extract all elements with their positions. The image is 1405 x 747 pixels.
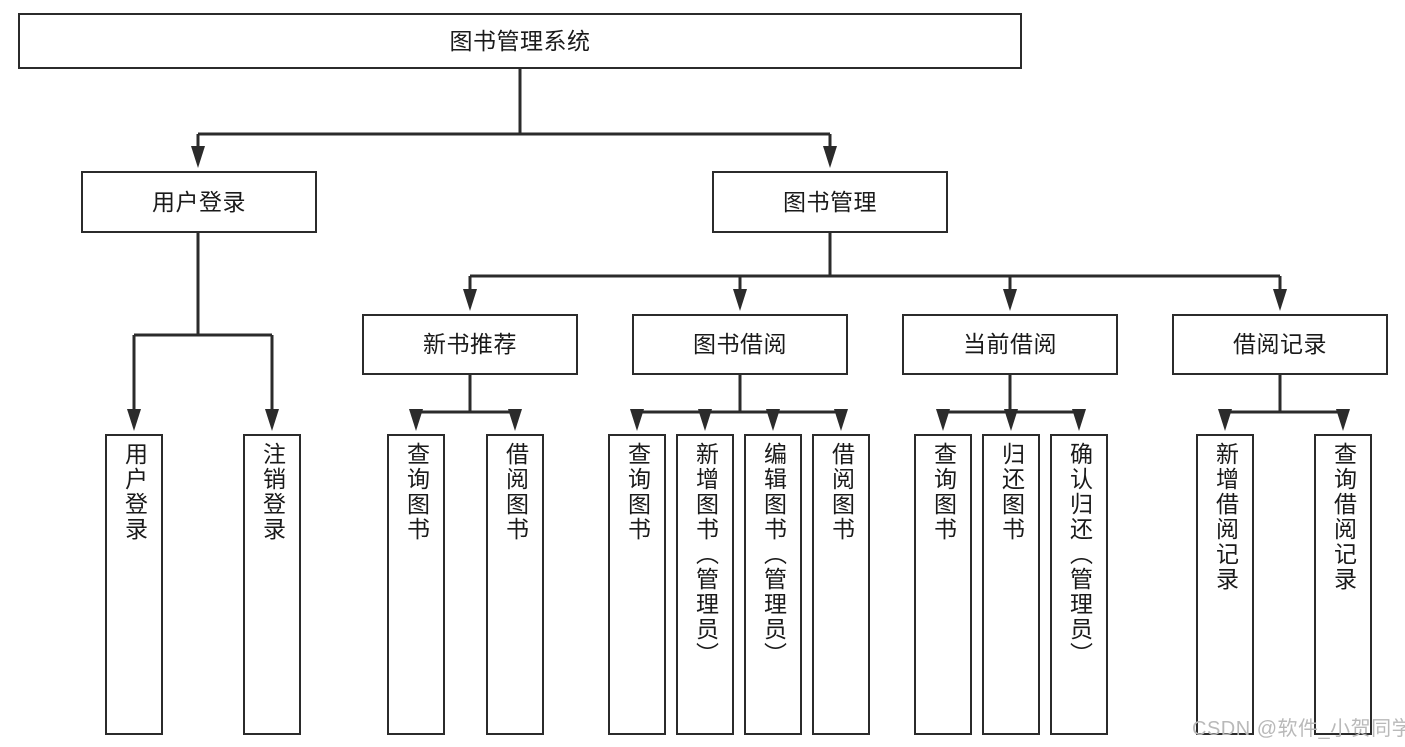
node-label: 图书借阅	[693, 331, 787, 358]
node-root[interactable]: 图书管理系统	[18, 13, 1022, 69]
node-label: 借阅图书	[502, 442, 529, 542]
arrow-head-icon	[409, 409, 423, 431]
arrow-head-icon	[508, 409, 522, 431]
node-new-book-rec[interactable]: 新书推荐	[362, 314, 578, 375]
node-label: 编辑图书（管理员）	[760, 442, 787, 667]
node-label: 注销登录	[259, 442, 286, 542]
arrow-head-icon	[698, 409, 712, 431]
arrow-head-icon	[936, 409, 950, 431]
node-user-login[interactable]: 用户登录	[81, 171, 317, 233]
node-leaf-edit-book[interactable]: 编辑图书（管理员）	[744, 434, 802, 735]
edge-book-manage-to-level2-bus	[468, 233, 1282, 306]
node-label: 借阅图书	[828, 442, 855, 542]
node-label: 查询图书	[930, 442, 957, 542]
arrow-head-icon	[1072, 409, 1086, 431]
edge-root-to-user-login	[196, 69, 830, 163]
node-leaf-query-record[interactable]: 查询借阅记录	[1314, 434, 1372, 735]
arrow-head-icon	[630, 409, 644, 431]
arrow-head-icon	[1003, 289, 1017, 311]
node-label: 归还图书	[998, 442, 1025, 542]
csdn-watermark: CSDN @软件_小贺同学	[1192, 718, 1405, 740]
node-leaf-user-login[interactable]: 用户登录	[105, 434, 163, 735]
arrow-head-icon	[823, 146, 837, 168]
node-leaf-confirm-return[interactable]: 确认归还（管理员）	[1050, 434, 1108, 735]
arrow-head-icon	[766, 409, 780, 431]
node-label: 用户登录	[152, 188, 246, 215]
arrow-head-icon	[1218, 409, 1232, 431]
arrow-head-icon	[265, 409, 279, 431]
node-leaf-add-book[interactable]: 新增图书（管理员）	[676, 434, 734, 735]
node-current-borrow[interactable]: 当前借阅	[902, 314, 1118, 375]
edge-borrow-record-to-leaves	[1223, 375, 1345, 426]
node-label: 用户登录	[121, 442, 148, 542]
edge-new-book-rec-to-leaves	[414, 375, 517, 426]
node-label: 查询图书	[403, 442, 430, 542]
arrow-head-icon	[1004, 409, 1018, 431]
arrow-head-icon	[733, 289, 747, 311]
node-leaf-query-book-3[interactable]: 查询图书	[914, 434, 972, 735]
edge-user-login-to-leaf-stem-login	[132, 233, 274, 426]
edge-current-borrow-to-leaves	[941, 375, 1081, 426]
arrow-head-icon	[1336, 409, 1350, 431]
arrow-head-icon	[191, 146, 205, 168]
node-leaf-borrow-book-1[interactable]: 借阅图书	[486, 434, 544, 735]
arrow-head-icon	[463, 289, 477, 311]
arrow-head-icon	[127, 409, 141, 431]
node-label: 查询借阅记录	[1330, 442, 1357, 592]
node-book-borrow[interactable]: 图书借阅	[632, 314, 848, 375]
arrow-head-icon	[1273, 289, 1287, 311]
node-leaf-borrow-book-2[interactable]: 借阅图书	[812, 434, 870, 735]
node-label: 借阅记录	[1233, 331, 1327, 358]
node-label: 确认归还（管理员）	[1066, 442, 1093, 667]
node-label: 当前借阅	[963, 331, 1057, 358]
node-leaf-query-book-2[interactable]: 查询图书	[608, 434, 666, 735]
edge-book-borrow-to-leaves	[635, 375, 843, 426]
node-label: 新增图书（管理员）	[692, 442, 719, 667]
node-leaf-return-book[interactable]: 归还图书	[982, 434, 1040, 735]
node-leaf-add-record[interactable]: 新增借阅记录	[1196, 434, 1254, 735]
node-borrow-record[interactable]: 借阅记录	[1172, 314, 1388, 375]
node-label: 图书管理	[783, 188, 877, 215]
node-leaf-logout[interactable]: 注销登录	[243, 434, 301, 735]
arrow-head-icon	[834, 409, 848, 431]
node-label: 图书管理系统	[449, 27, 591, 54]
node-label: 查询图书	[624, 442, 651, 542]
node-book-manage[interactable]: 图书管理	[712, 171, 948, 233]
node-label: 新书推荐	[423, 331, 517, 358]
node-label: 新增借阅记录	[1212, 442, 1239, 592]
node-leaf-query-book-1[interactable]: 查询图书	[387, 434, 445, 735]
